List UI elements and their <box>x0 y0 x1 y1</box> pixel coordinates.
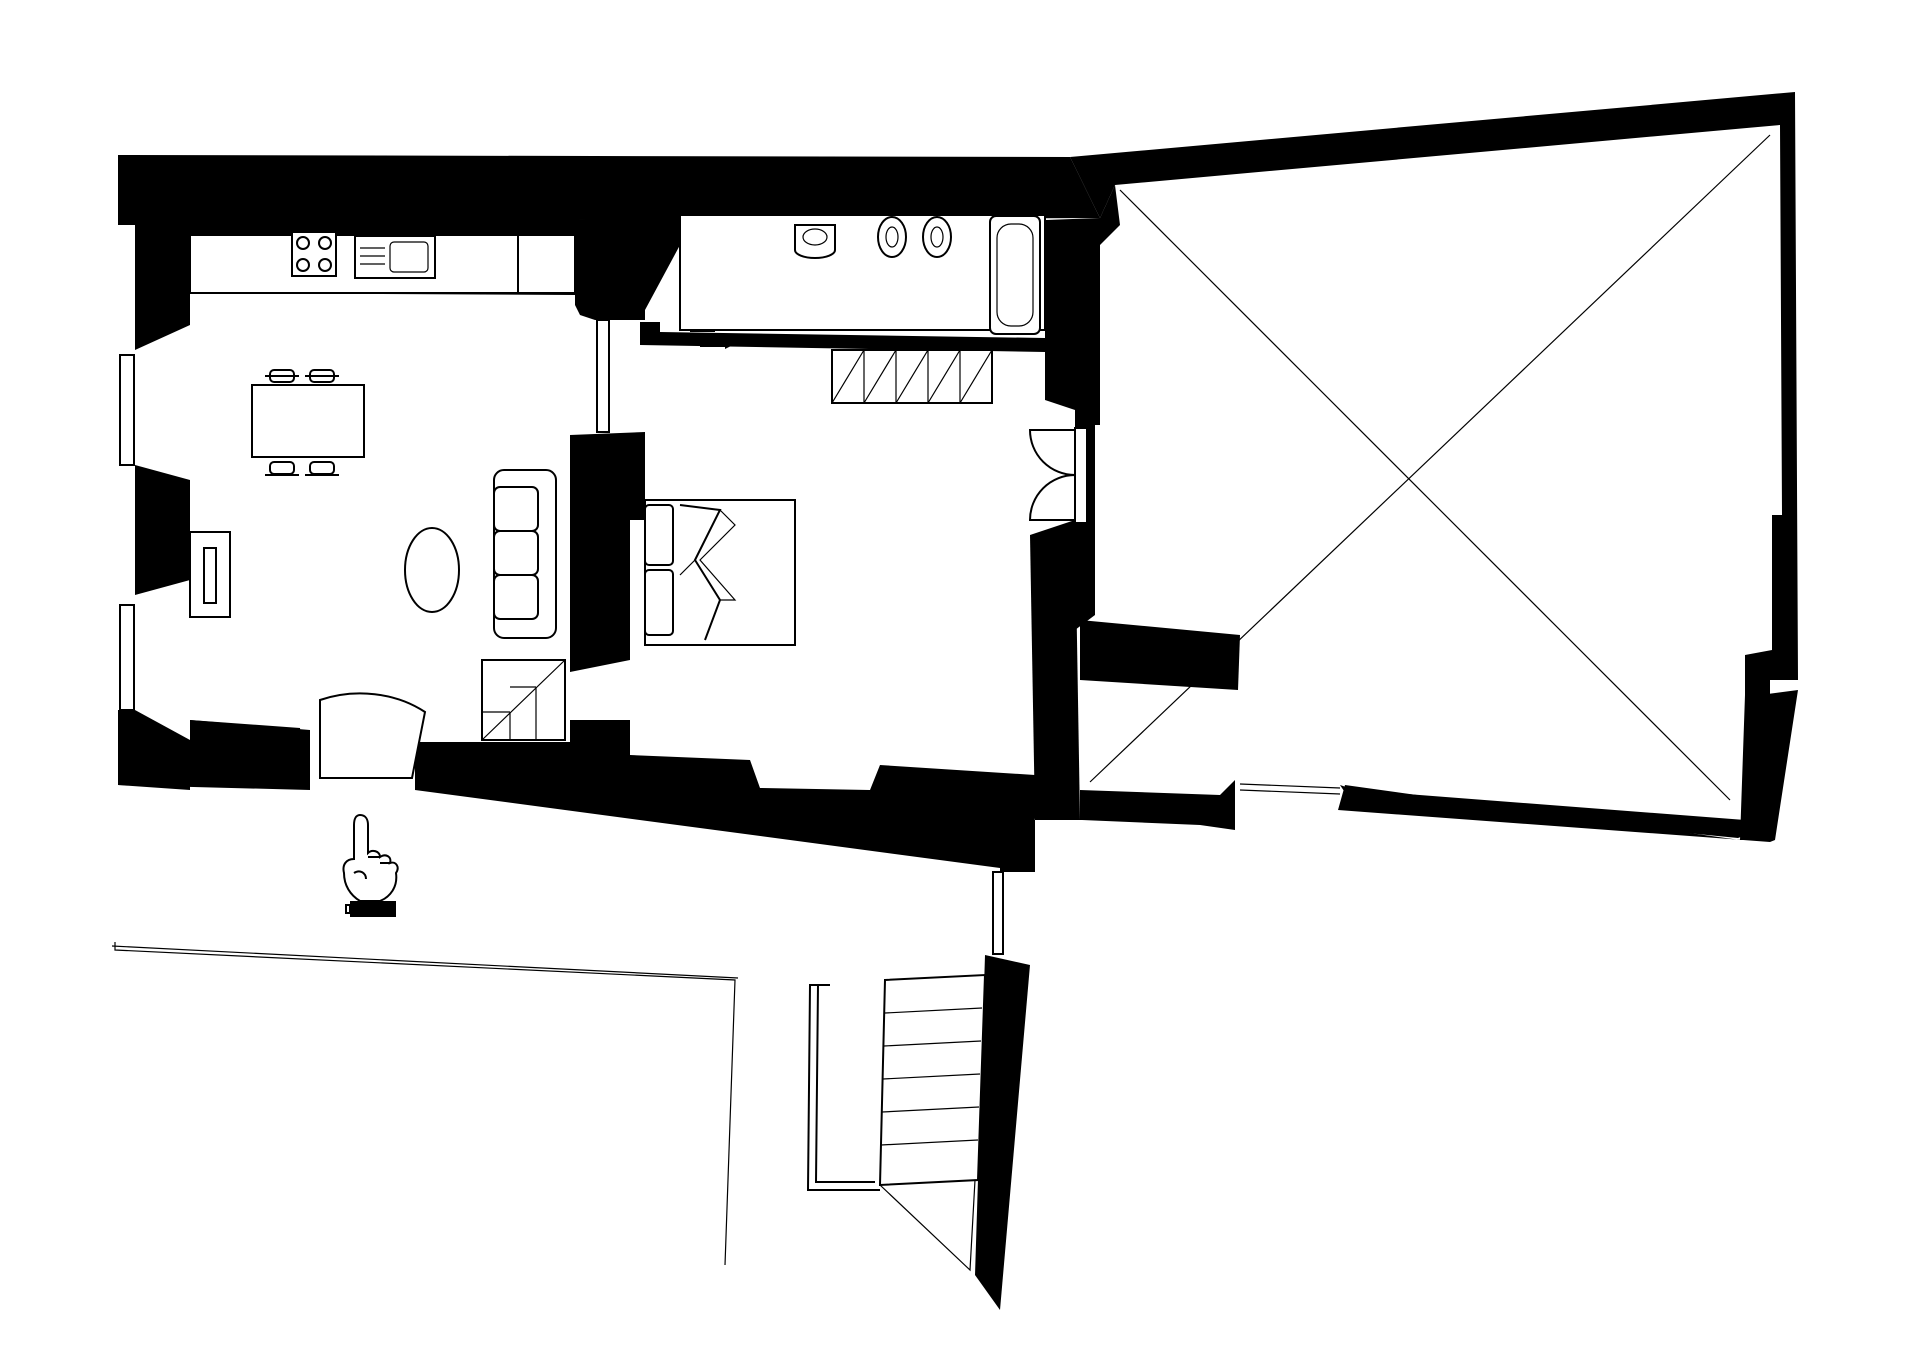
bidet <box>922 216 952 258</box>
pillow <box>644 569 674 636</box>
pillar <box>1000 820 1035 872</box>
entrance-pointing-hand-icon <box>342 813 399 917</box>
washbasin <box>794 224 836 259</box>
void-cross-diagonal-2 <box>1089 134 1771 783</box>
interior-window <box>596 319 610 433</box>
bathtub <box>989 215 1041 335</box>
south-wall-far-right <box>1340 695 1760 838</box>
west-window-lower <box>119 604 135 711</box>
double-door-lower <box>1028 473 1076 521</box>
bedroom <box>644 349 1076 646</box>
handrail <box>806 984 880 1191</box>
void-cross-diagonal-1 <box>1119 189 1731 801</box>
kitchen-bath-wall <box>575 215 680 320</box>
dining-table <box>251 384 365 458</box>
courtyard-gate <box>992 871 1004 955</box>
big-room-cross-wall <box>1080 620 1240 690</box>
pillow <box>644 504 674 566</box>
kitchen <box>189 231 576 294</box>
bedroom-east-wall-lower <box>1030 520 1080 820</box>
chair <box>309 461 335 475</box>
courtyard-boundary <box>114 942 736 1266</box>
big-room-window <box>1074 427 1088 524</box>
west-wall-middle <box>135 465 190 595</box>
stair-wall <box>975 955 1030 1310</box>
west-window-upper <box>119 354 135 466</box>
living-room <box>189 369 566 779</box>
living-bedroom-wall <box>570 432 645 672</box>
fridge <box>517 234 576 294</box>
toilet <box>877 216 907 258</box>
west-jamb-upper <box>118 155 140 225</box>
bath-bedroom-wall <box>640 322 1045 352</box>
double-door-upper <box>1028 429 1076 477</box>
south-wall-center <box>415 720 1235 868</box>
bathroom <box>679 214 1046 349</box>
staircase <box>878 973 987 1187</box>
coffee-table <box>404 527 460 613</box>
bathroom-area <box>679 214 1046 331</box>
south-window-right <box>1239 789 1341 795</box>
sink <box>354 235 436 279</box>
big-room <box>1089 134 1771 801</box>
north-wall-right <box>1070 92 1798 695</box>
south-wall-left-2 <box>190 720 305 780</box>
west-wall-upper <box>125 225 190 350</box>
chair <box>269 461 295 475</box>
walls <box>118 92 1798 1310</box>
entrance-door <box>319 692 427 779</box>
windows <box>119 319 1341 955</box>
bedroom-east-wall-upper <box>1045 218 1100 425</box>
courtyard <box>111 942 987 1272</box>
